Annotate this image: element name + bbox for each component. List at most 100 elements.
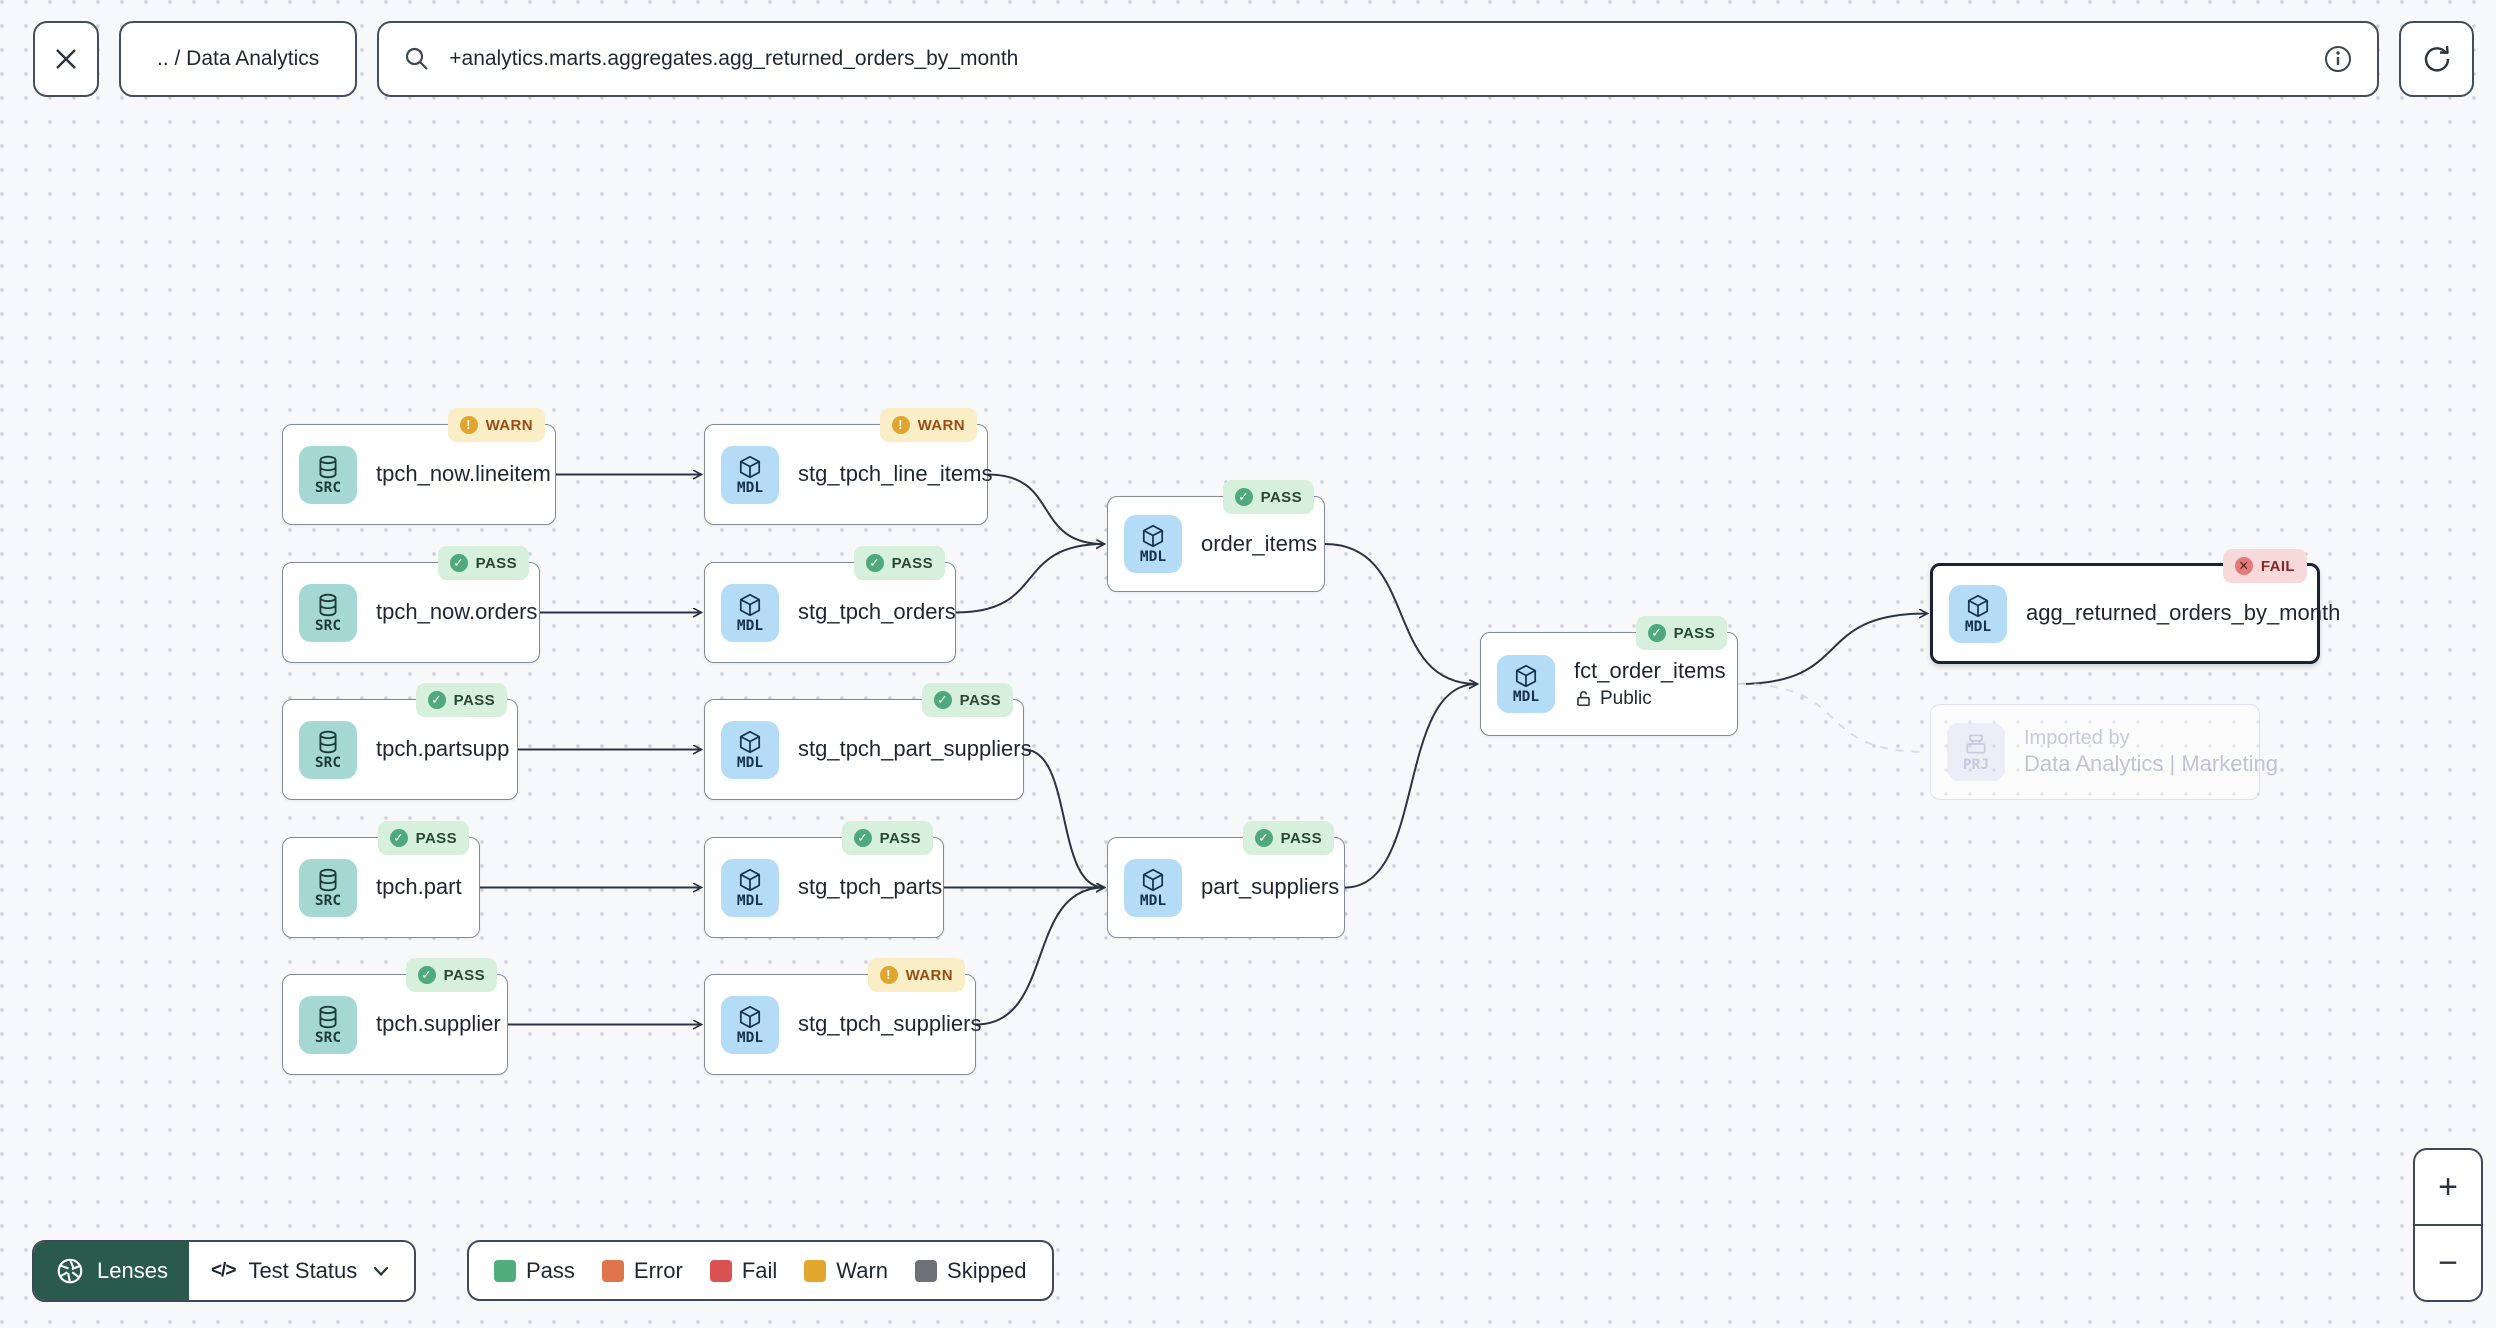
zoom-out-button[interactable]: −: [2415, 1224, 2481, 1300]
status-dot-icon: ✓: [1254, 829, 1273, 847]
status-badge-pass: ✓ PASS: [921, 683, 1013, 717]
lenses-button[interactable]: Lenses: [34, 1242, 189, 1300]
node-label: tpch_now.orders: [376, 599, 538, 625]
status-dot-icon: !: [891, 416, 910, 434]
node-label: stg_tpch_part_suppliers: [798, 736, 1032, 762]
status-badge-pass: ✓PASS: [1222, 480, 1314, 514]
status-badge-label: FAIL: [2260, 557, 2295, 575]
database-icon: SRC: [299, 720, 357, 779]
node-label: tpch.part: [376, 874, 462, 900]
node-type-label: MDL: [736, 479, 764, 496]
toolbar: .. / Data Analytics: [33, 21, 2474, 97]
node-src_partsupp[interactable]: ✓ PASS SRC tpch.partsupp: [282, 683, 518, 800]
lenses-control: Lenses </> Test Status: [32, 1240, 417, 1302]
node-src_supplier[interactable]: ✓PASS SRC tpch.supplier: [282, 958, 508, 1075]
node-labels: tpch.part: [376, 874, 462, 900]
node-type-label: MDL: [1139, 549, 1167, 566]
project-icon: PRJ: [1947, 723, 2005, 781]
status-badge-label: WARN: [917, 416, 965, 434]
close-button[interactable]: [33, 21, 99, 97]
legend-label: Warn: [836, 1257, 889, 1283]
zoom-controls: + −: [2413, 1148, 2483, 1302]
cube-icon: MDL: [1124, 515, 1182, 573]
status-badge-label: PASS: [959, 691, 1001, 709]
legend-label: Fail: [741, 1257, 778, 1283]
node-type-label: MDL: [736, 754, 764, 771]
status-dot-icon: ✓: [449, 554, 468, 572]
status-dot-icon: ✓: [1647, 624, 1666, 642]
breadcrumb-button[interactable]: .. / Data Analytics: [119, 21, 358, 97]
cube-icon: MDL: [1497, 655, 1555, 713]
cube-icon: MDL: [721, 858, 779, 917]
refresh-button[interactable]: [2399, 21, 2474, 97]
status-dot-icon: ✓: [933, 691, 952, 709]
cube-icon: MDL: [721, 583, 779, 642]
node-type-label: SRC: [314, 1029, 342, 1046]
status-badge-pass: ✓PASS: [1242, 821, 1334, 855]
node-labels: stg_tpch_parts: [798, 874, 942, 900]
status-dot-icon: !: [459, 416, 478, 434]
node-label: stg_tpch_suppliers: [798, 1011, 982, 1037]
info-icon[interactable]: [2323, 44, 2353, 74]
status-dot-icon: ✕: [2234, 557, 2253, 575]
chevron-down-icon: [374, 1266, 389, 1277]
code-icon: </>: [210, 1260, 237, 1281]
search-input[interactable]: [447, 46, 2307, 72]
node-label: Data Analytics | Marketing: [2024, 751, 2278, 777]
lenses-label: Lenses: [97, 1258, 168, 1283]
node-label: tpch.partsupp: [376, 736, 510, 762]
node-label: stg_tpch_orders: [798, 599, 956, 625]
node-stg_suppliers[interactable]: !WARN MDL stg_tpch_suppliers: [704, 958, 981, 1075]
breadcrumb: .. / Data Analytics: [157, 47, 320, 70]
legend-label: Skipped: [947, 1257, 1027, 1283]
status-badge-label: WARN: [485, 416, 533, 434]
status-badge-pass: ✓ PASS: [437, 546, 529, 580]
status-badge-label: PASS: [879, 829, 921, 847]
node-type-label: SRC: [314, 617, 342, 634]
legend-swatch-icon: [494, 1259, 516, 1282]
status-badge-pass: ✓ PASS: [415, 683, 507, 717]
status-badge-warn: !WARN: [867, 958, 965, 992]
node-labels: part_suppliers: [1201, 874, 1339, 900]
node-src_orders[interactable]: ✓ PASS SRC tpch_now.orders: [282, 546, 540, 663]
node-label: agg_returned_orders_by_month: [2026, 600, 2341, 626]
node-type-label: MDL: [736, 892, 764, 909]
database-icon: SRC: [299, 858, 357, 917]
cube-icon: MDL: [721, 445, 779, 504]
status-badge-label: PASS: [453, 691, 495, 709]
status-badge-label: PASS: [475, 554, 517, 572]
node-type-label: MDL: [736, 1029, 764, 1046]
test-status-dropdown[interactable]: </> Test Status: [188, 1242, 415, 1300]
status-badge-label: PASS: [415, 829, 457, 847]
node-labels: stg_tpch_suppliers: [798, 1011, 981, 1037]
zoom-in-button[interactable]: +: [2438, 1167, 2458, 1206]
status-badge-pass: ✓PASS: [405, 958, 497, 992]
node-label: tpch.supplier: [376, 1011, 501, 1037]
search-icon: [406, 47, 429, 70]
legend-item-fail: Fail: [709, 1257, 778, 1284]
search-bar[interactable]: [377, 21, 2379, 97]
cube-icon: MDL: [721, 995, 779, 1054]
node-part_suppliers[interactable]: ✓PASS MDL part_suppliers: [1107, 821, 1345, 938]
node-stg_part_suppliers[interactable]: ✓ PASS MDL stg_tpch_part_suppliers: [704, 683, 1032, 800]
close-icon: [56, 49, 76, 69]
legend-label: Error: [633, 1257, 683, 1283]
legend-label: Pass: [526, 1257, 575, 1283]
node-type-label: MDL: [1139, 892, 1167, 909]
node-type-label: PRJ: [1962, 757, 1990, 774]
status-dot-icon: !: [879, 966, 898, 984]
legend-item-warn: Warn: [804, 1258, 888, 1284]
status-dot-icon: ✓: [427, 691, 446, 709]
status-badge-warn: ! WARN: [447, 408, 545, 442]
